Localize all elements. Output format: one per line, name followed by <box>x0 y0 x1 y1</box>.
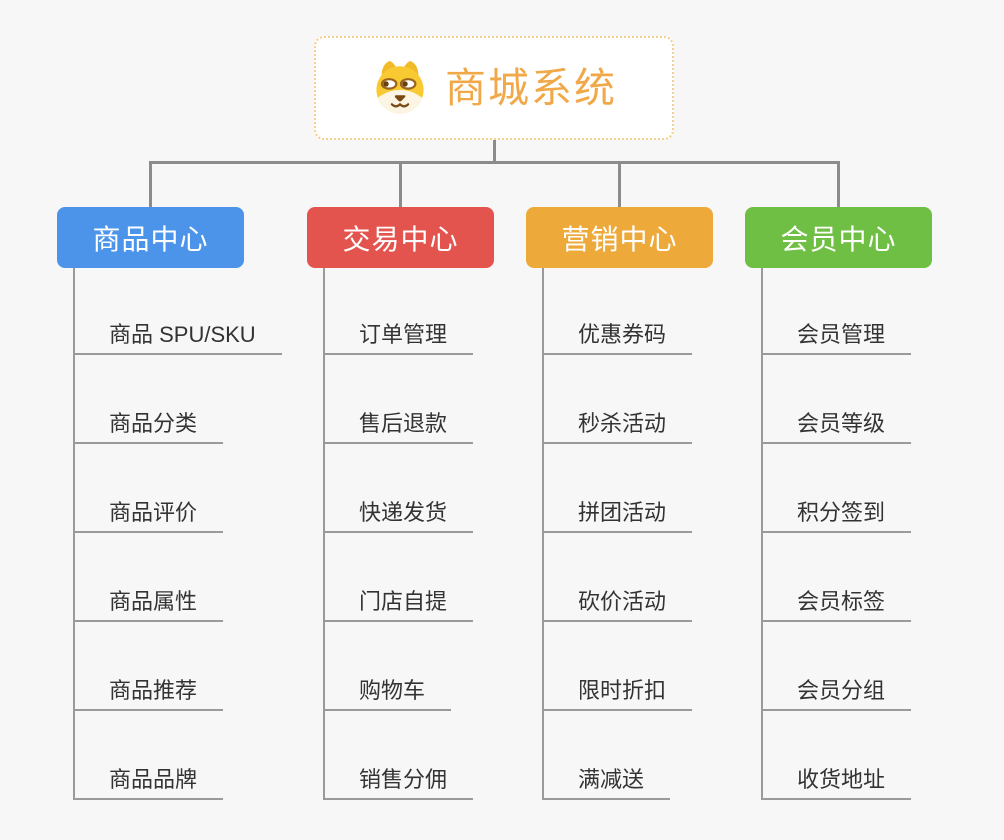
doge-icon <box>371 59 429 117</box>
leaf-node-label: 满减送 <box>578 767 645 792</box>
branch-node-label: 营销中心 <box>561 223 678 255</box>
leaf-node[interactable]: 优惠券码 <box>544 268 693 355</box>
branch-node-member-center[interactable]: 会员中心 <box>745 207 932 268</box>
leaf-node[interactable]: 订单管理 <box>325 268 474 355</box>
leaf-node-label: 购物车 <box>359 678 426 703</box>
branch-node-trade-center[interactable]: 交易中心 <box>307 207 494 268</box>
leaf-node[interactable]: 商品品牌 <box>75 711 224 800</box>
connector-drop-marketing-center <box>618 164 621 207</box>
root-node[interactable]: 商城系统 <box>314 36 674 140</box>
leaf-node[interactable]: 拼团活动 <box>544 444 693 533</box>
branch-children-marketing-center: 优惠券码 秒杀活动 拼团活动 砍价活动 限时折扣 满减送 <box>542 268 693 800</box>
leaf-node[interactable]: 快递发货 <box>325 444 474 533</box>
leaf-node[interactable]: 满减送 <box>544 711 671 800</box>
leaf-node-label: 拼团活动 <box>578 500 667 525</box>
branch-children-trade-center: 订单管理 售后退款 快递发货 门店自提 购物车 销售分佣 <box>323 268 474 800</box>
leaf-node[interactable]: 商品 SPU/SKU <box>75 268 282 355</box>
leaf-node[interactable]: 商品属性 <box>75 533 224 622</box>
leaf-node-label: 订单管理 <box>359 322 448 347</box>
leaf-node-label: 优惠券码 <box>578 322 667 347</box>
leaf-node[interactable]: 购物车 <box>325 622 452 711</box>
branch-node-label: 会员中心 <box>780 223 897 255</box>
leaf-node[interactable]: 售后退款 <box>325 355 474 444</box>
connector-horizontal-bar <box>149 161 840 164</box>
leaf-node[interactable]: 会员标签 <box>763 533 912 622</box>
leaf-node-label: 商品评价 <box>109 500 198 525</box>
leaf-node[interactable]: 秒杀活动 <box>544 355 693 444</box>
leaf-node-label: 会员分组 <box>797 678 886 703</box>
leaf-node[interactable]: 门店自提 <box>325 533 474 622</box>
leaf-node-label: 商品分类 <box>109 411 198 436</box>
branch-node-marketing-center[interactable]: 营销中心 <box>526 207 713 268</box>
connector-drop-member-center <box>837 164 840 207</box>
leaf-node-label: 商品品牌 <box>109 767 198 792</box>
leaf-node[interactable]: 商品分类 <box>75 355 224 444</box>
leaf-node[interactable]: 销售分佣 <box>325 711 474 800</box>
branch-children-member-center: 会员管理 会员等级 积分签到 会员标签 会员分组 收货地址 <box>761 268 912 800</box>
root-node-label: 商城系统 <box>445 64 617 111</box>
leaf-node-label: 限时折扣 <box>578 678 667 703</box>
connector-drop-product-center <box>149 164 152 207</box>
connector-drop-trade-center <box>399 164 402 207</box>
branch-node-product-center[interactable]: 商品中心 <box>57 207 244 268</box>
leaf-node[interactable]: 限时折扣 <box>544 622 693 711</box>
leaf-node-label: 会员管理 <box>797 322 886 347</box>
leaf-node-label: 积分签到 <box>797 500 886 525</box>
leaf-node[interactable]: 会员管理 <box>763 268 912 355</box>
leaf-node-label: 收货地址 <box>797 767 886 792</box>
leaf-node-label: 门店自提 <box>359 589 448 614</box>
leaf-node[interactable]: 会员等级 <box>763 355 912 444</box>
leaf-node-label: 售后退款 <box>359 411 448 436</box>
leaf-node-label: 会员等级 <box>797 411 886 436</box>
branch-children-product-center: 商品 SPU/SKU 商品分类 商品评价 商品属性 商品推荐 商品品牌 <box>73 268 282 800</box>
leaf-node[interactable]: 积分签到 <box>763 444 912 533</box>
leaf-node-label: 商品属性 <box>109 589 198 614</box>
leaf-node[interactable]: 商品推荐 <box>75 622 224 711</box>
leaf-node-label: 秒杀活动 <box>578 411 667 436</box>
connector-root-stem <box>493 140 496 163</box>
leaf-node[interactable]: 商品评价 <box>75 444 224 533</box>
leaf-node[interactable]: 砍价活动 <box>544 533 693 622</box>
leaf-node-label: 商品 SPU/SKU <box>109 322 256 347</box>
leaf-node-label: 商品推荐 <box>109 678 198 703</box>
leaf-node[interactable]: 收货地址 <box>763 711 912 800</box>
branch-node-label: 交易中心 <box>342 223 459 255</box>
branch-node-label: 商品中心 <box>92 223 209 255</box>
leaf-node-label: 砍价活动 <box>578 589 667 614</box>
leaf-node-label: 会员标签 <box>797 589 886 614</box>
leaf-node[interactable]: 会员分组 <box>763 622 912 711</box>
leaf-node-label: 销售分佣 <box>359 767 448 792</box>
leaf-node-label: 快递发货 <box>359 500 448 525</box>
